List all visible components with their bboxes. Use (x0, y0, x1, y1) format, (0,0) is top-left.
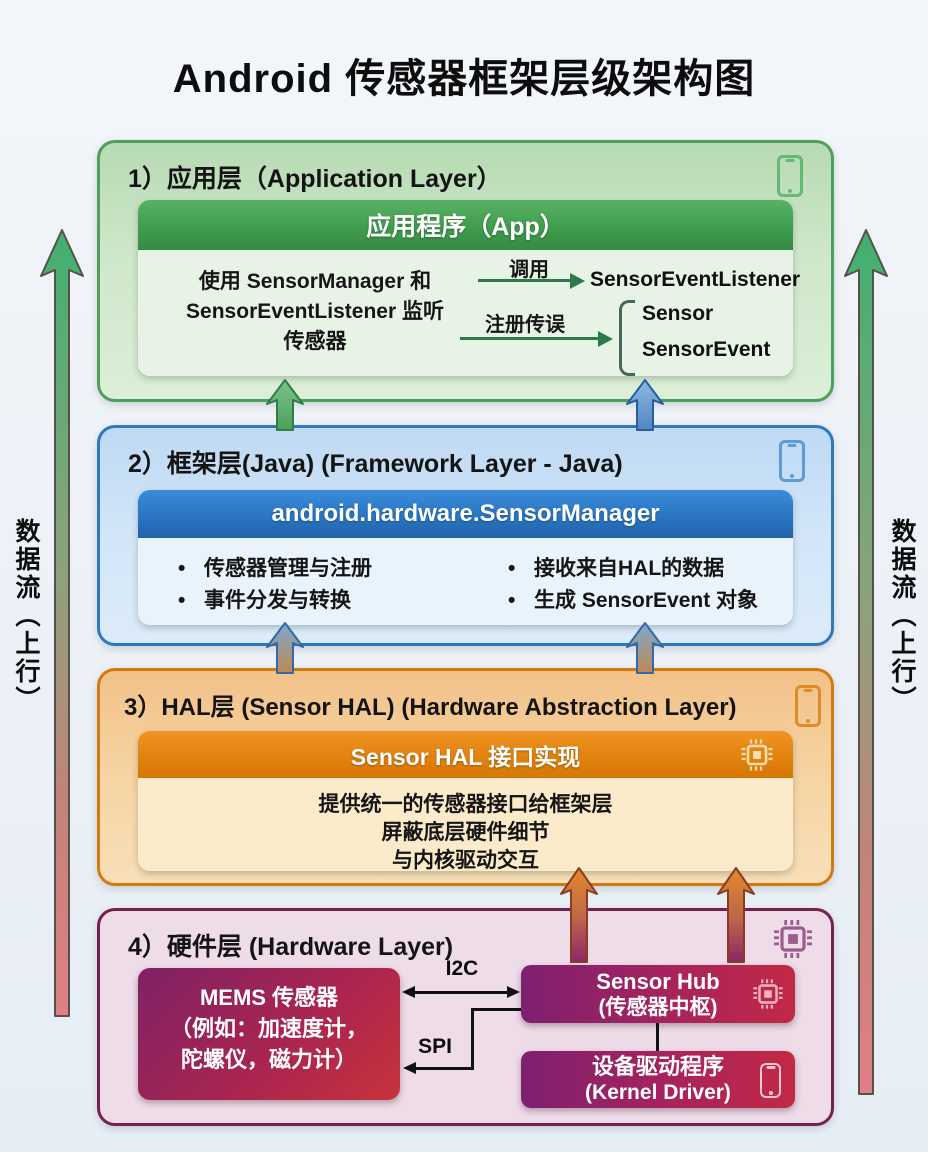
app-description: 使用 SensorManager 和 SensorEventListener 监… (150, 267, 480, 357)
kernel-line: 设备驱动程序 (591, 1054, 724, 1079)
framework-bullet: • 传感器管理与注册 (178, 552, 372, 582)
hal-desc-line: 提供统一的传感器接口给框架层 (318, 793, 613, 816)
spi-bus-arrow (403, 1062, 473, 1074)
framework-card: android.hardware.SensorManager • 传感器管理与注册… (138, 490, 793, 625)
app-description-line: SensorEventListener 监听 (186, 300, 444, 323)
sensor-hub-line: Sensor Hub (596, 969, 720, 994)
sensor-hub-box: Sensor Hub (传感器中枢) (521, 965, 795, 1023)
phone-icon (795, 685, 821, 732)
hal-layer-heading: 3）HAL层 (Sensor HAL) (Hardware Abstractio… (124, 694, 737, 721)
framework-layer-panel: 2）框架层(Java) (Framework Layer - Java) and… (97, 425, 834, 646)
spi-bus-line-horizontal (471, 1008, 521, 1011)
sensor-hub-line: (传感器中枢) (598, 996, 718, 1019)
phone-icon (777, 155, 803, 202)
register-arrow-label: 注册传误 (485, 314, 565, 336)
upflow-arrow-l2-l1-left (266, 379, 304, 431)
chip-icon (753, 979, 783, 1009)
framework-bullet: • 事件分发与转换 (178, 584, 351, 614)
hal-card-bar: Sensor HAL 接口实现 (138, 731, 793, 778)
register-target-label: SensorEvent (642, 338, 771, 361)
app-card-bar-label: 应用程序（App） (366, 213, 565, 241)
app-description-line: 传感器 (283, 330, 347, 353)
data-flow-arrow-right (844, 229, 888, 1095)
chip-icon (741, 739, 773, 771)
app-card-bar: 应用程序（App） (138, 200, 793, 250)
upflow-arrow-l2-l1-right (626, 379, 664, 431)
mems-line: MEMS 传感器 (199, 985, 339, 1010)
framework-bullet: • 生成 SensorEvent 对象 (508, 584, 758, 614)
hal-card-bar-label: Sensor HAL 接口实现 (350, 743, 581, 770)
framework-card-bar-label: android.hardware.SensorManager (271, 500, 660, 527)
bullet-text: 事件分发与转换 (204, 589, 351, 612)
bullet-icon: • (508, 589, 516, 612)
app-card-body: 使用 SensorManager 和 SensorEventListener 监… (138, 250, 800, 376)
hal-desc-line: 与内核驱动交互 (392, 849, 539, 872)
register-arrow (460, 330, 613, 347)
upflow-arrow-l4-l3-left (560, 867, 598, 963)
bullet-text: 生成 SensorEvent 对象 (534, 589, 759, 612)
data-flow-arrow-left (40, 229, 84, 1017)
bracket-shape (619, 300, 635, 376)
spi-bus-label: SPI (418, 1035, 452, 1058)
application-layer-heading: 1）应用层（Application Layer） (128, 165, 502, 193)
bullet-icon: • (508, 557, 516, 580)
phone-icon (779, 440, 805, 487)
spi-bus-line-vertical (471, 1008, 474, 1070)
hal-card-body: 提供统一的传感器接口给框架层 屏蔽底层硬件细节 与内核驱动交互 (138, 778, 793, 872)
app-card: 应用程序（App） 使用 SensorManager 和 SensorEvent… (138, 200, 800, 376)
mems-sensor-box: MEMS 传感器 （例如：加速度计， 陀螺仪，磁力计） (138, 968, 400, 1100)
call-arrow-label: 调用 (509, 259, 549, 281)
data-flow-label-left: 数据流（上行） (12, 518, 40, 714)
hub-kernel-connector-line (656, 1023, 659, 1051)
application-layer-panel: 1）应用层（Application Layer） 应用程序（App） 使用 Se… (97, 140, 834, 402)
phone-icon (760, 1063, 781, 1103)
app-description-line: 使用 SensorManager 和 (198, 270, 432, 293)
hal-layer-panel: 3）HAL层 (Sensor HAL) (Hardware Abstractio… (97, 668, 834, 886)
framework-layer-heading: 2）框架层(Java) (Framework Layer - Java) (128, 450, 623, 478)
mems-line: 陀螺仪，磁力计） (180, 1047, 357, 1072)
register-target-label: Sensor (642, 302, 714, 325)
framework-card-body: • 传感器管理与注册 • 事件分发与转换 • 接收来自HAL的数据 • 生成 Senso… (138, 538, 793, 625)
hal-card: Sensor HAL 接口实现 提供统一的传感器接口给框架层 屏蔽底层硬件细节 … (138, 731, 793, 872)
framework-bullet: • 接收来自HAL的数据 (508, 552, 724, 582)
hardware-layer-heading: 4）硬件层 (Hardware Layer) (128, 933, 454, 961)
hardware-layer-panel: 4）硬件层 (Hardware Layer) MEMS 传感器 （例如：加速度计… (97, 908, 834, 1126)
framework-card-bar: android.hardware.SensorManager (138, 490, 793, 538)
kernel-line: (Kernel Driver) (585, 1081, 731, 1104)
upflow-arrow-l3-l2-right (626, 622, 664, 674)
upflow-arrow-l3-l2-left (266, 622, 304, 674)
i2c-bus-label: I2C (445, 957, 479, 980)
bullet-icon: • (178, 589, 186, 612)
hal-desc-line: 屏蔽底层硬件细节 (381, 821, 550, 844)
i2c-bus-arrow (402, 986, 520, 998)
mems-line: （例如：加速度计， (169, 1016, 368, 1041)
bullet-icon: • (178, 557, 186, 580)
bullet-text: 接收来自HAL的数据 (534, 557, 725, 580)
upflow-arrow-l4-l3-right (717, 867, 755, 963)
kernel-driver-box: 设备驱动程序 (Kernel Driver) (521, 1051, 795, 1108)
call-target-label: SensorEventListener (590, 268, 801, 291)
bullet-text: 传感器管理与注册 (204, 557, 372, 580)
data-flow-label-right: 数据流（上行） (888, 518, 916, 714)
page-title: Android 传感器框架层级架构图 (172, 57, 756, 101)
chip-icon (774, 920, 812, 958)
call-arrow (478, 272, 585, 289)
